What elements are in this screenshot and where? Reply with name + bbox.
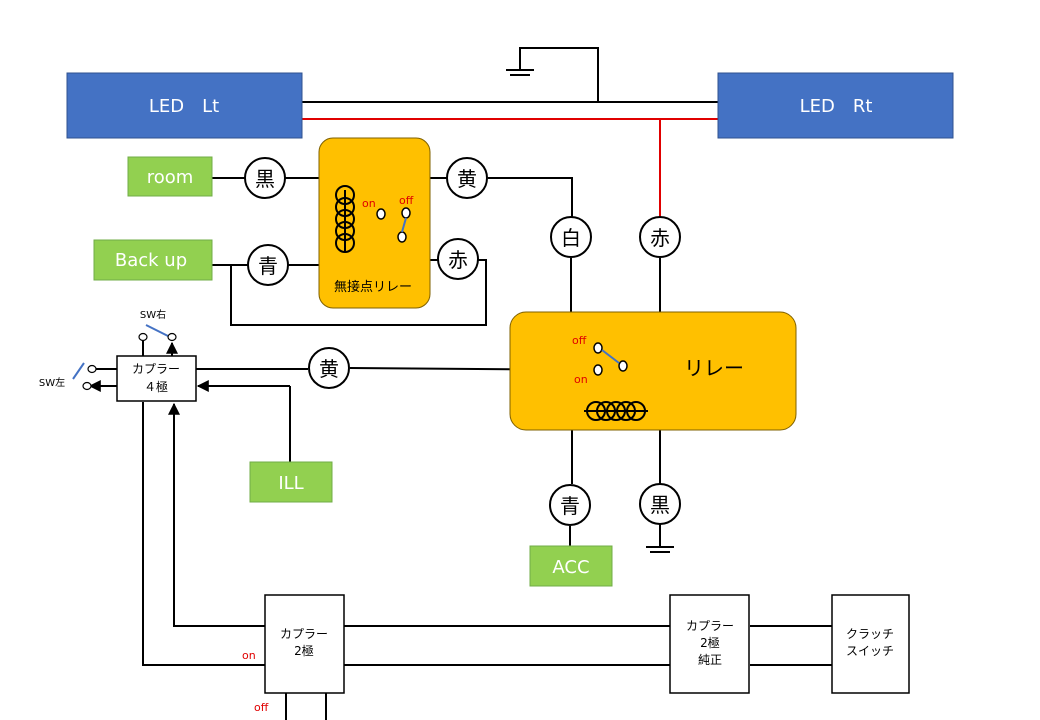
input-room: room xyxy=(127,156,213,197)
connector-red-1: 赤 xyxy=(437,238,479,280)
coupler-2pin: カプラー 2極 xyxy=(264,594,345,694)
svg-text:赤: 赤 xyxy=(650,226,670,250)
connector-white: 白 xyxy=(550,216,592,258)
switch-left: SW左 xyxy=(39,364,97,391)
svg-text:カプラー: カプラー xyxy=(132,362,180,376)
svg-text:黄: 黄 xyxy=(457,167,477,191)
led-right-label: LED Rt xyxy=(800,96,873,117)
svg-text:カプラー: カプラー xyxy=(686,619,734,633)
coupler-4pin: カプラー ４極 xyxy=(116,355,197,402)
connector-yellow-1: 黄 xyxy=(446,157,488,199)
ssr-box: on off 無接点リレー xyxy=(318,137,431,309)
led-left: LED Lt xyxy=(66,72,303,139)
svg-text:赤: 赤 xyxy=(448,248,468,272)
connector-black-1: 黒 xyxy=(244,157,286,199)
relay-label: リレー xyxy=(684,356,744,380)
svg-text:スイッチ: スイッチ xyxy=(846,644,894,658)
relay-on-label: on xyxy=(574,373,588,386)
switch-right: SW右 xyxy=(138,308,177,342)
ssr-on-label: on xyxy=(362,197,376,210)
input-backup: Back up xyxy=(93,239,213,281)
connector-red-2: 赤 xyxy=(639,216,681,258)
input-acc: ACC xyxy=(529,545,613,587)
relay-off-label: off xyxy=(572,334,587,347)
input-room-label: room xyxy=(147,167,194,188)
coupler2-on-label: on xyxy=(242,649,256,662)
coupler2-off-label: off xyxy=(254,701,269,714)
ground-wire-top xyxy=(519,47,599,102)
switch-right-label: SW右 xyxy=(140,308,166,321)
ssr-label: 無接点リレー xyxy=(334,279,412,295)
svg-text:黒: 黒 xyxy=(650,493,670,517)
svg-text:白: 白 xyxy=(561,226,581,250)
svg-text:2極: 2極 xyxy=(294,643,314,658)
svg-text:純正: 純正 xyxy=(698,653,722,667)
input-ill-label: ILL xyxy=(278,473,303,494)
ssr-off-label: off xyxy=(399,194,414,207)
red-wires xyxy=(302,118,718,217)
led-right: LED Rt xyxy=(717,72,954,139)
input-ill: ILL xyxy=(249,461,333,503)
coupler-2pin-oem: カプラー 2極 純正 xyxy=(669,594,750,694)
led-left-label: LED Lt xyxy=(149,96,219,117)
connector-yellow-2: 黄 xyxy=(308,347,350,389)
svg-text:青: 青 xyxy=(560,494,580,518)
switch-left-label: SW左 xyxy=(39,376,65,389)
svg-text:黄: 黄 xyxy=(319,357,339,381)
clutch-switch: クラッチ スイッチ xyxy=(831,594,910,694)
input-acc-label: ACC xyxy=(552,557,589,578)
connector-black-2: 黒 xyxy=(639,483,681,525)
svg-text:４極: ４極 xyxy=(144,379,168,394)
input-backup-label: Back up xyxy=(115,250,187,271)
relay-box: off on リレー xyxy=(509,311,797,431)
svg-text:2極: 2極 xyxy=(700,635,720,650)
switch-blades xyxy=(72,324,169,380)
svg-text:黒: 黒 xyxy=(255,167,275,191)
connector-blue-1: 青 xyxy=(247,244,289,286)
svg-text:クラッチ: クラッチ xyxy=(846,627,894,641)
svg-text:青: 青 xyxy=(258,254,278,278)
svg-text:カプラー: カプラー xyxy=(280,627,328,641)
connector-blue-2: 青 xyxy=(549,484,591,526)
